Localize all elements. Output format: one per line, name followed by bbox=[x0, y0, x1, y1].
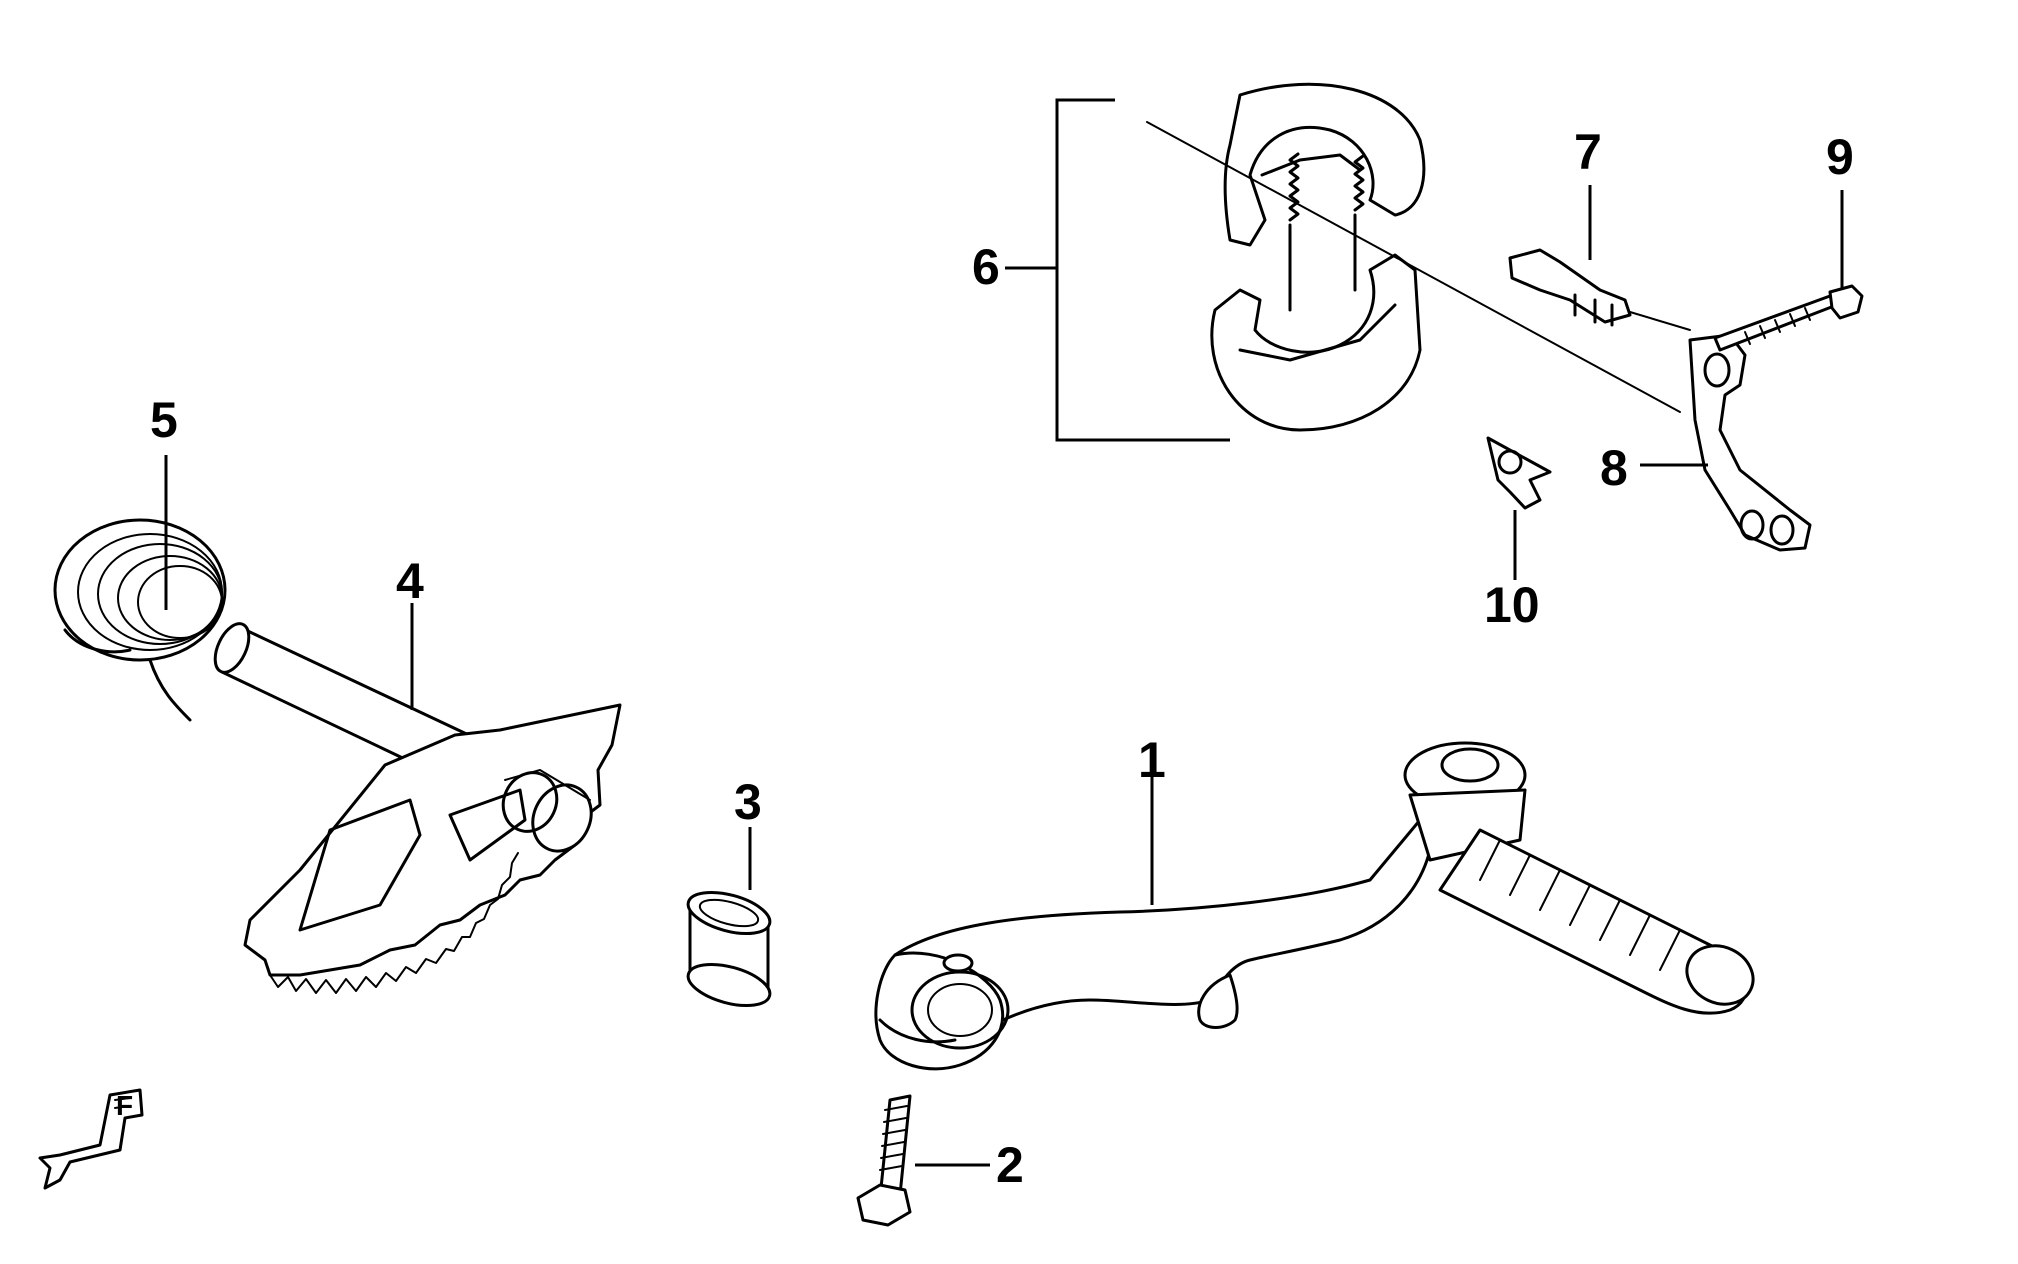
front-marker-label: F bbox=[116, 1090, 134, 1121]
callout-label-10: 10 bbox=[1484, 577, 1540, 633]
return-spring-drawing bbox=[53, 518, 227, 722]
callout-label-8: 8 bbox=[1600, 440, 1628, 496]
bushing-drawing bbox=[686, 890, 772, 1008]
kick-starter-spindle-drawing bbox=[213, 622, 622, 994]
brake-arm-drawing bbox=[1688, 333, 1812, 552]
brake-shoe-set-drawing bbox=[1005, 82, 1681, 442]
front-direction-arrow-icon bbox=[38, 1088, 144, 1190]
brake-cam-drawing bbox=[1508, 248, 1691, 331]
callout-label-2: 2 bbox=[996, 1137, 1024, 1193]
callout-label-6: 6 bbox=[972, 239, 1000, 295]
callout-label-5: 5 bbox=[150, 392, 178, 448]
callout-label-7: 7 bbox=[1574, 124, 1602, 180]
callout-label-9: 9 bbox=[1826, 129, 1854, 185]
callout-label-1: 1 bbox=[1138, 732, 1166, 788]
bolt-drawing bbox=[856, 1094, 912, 1227]
callout-label-3: 3 bbox=[734, 774, 762, 830]
brake-arm-bolt-drawing bbox=[1713, 284, 1864, 352]
callout-label-4: 4 bbox=[396, 553, 424, 609]
leader-lines bbox=[164, 185, 1844, 1167]
kick-starter-arm-drawing bbox=[874, 741, 1755, 1071]
wear-indicator-plate-drawing bbox=[1486, 436, 1552, 510]
